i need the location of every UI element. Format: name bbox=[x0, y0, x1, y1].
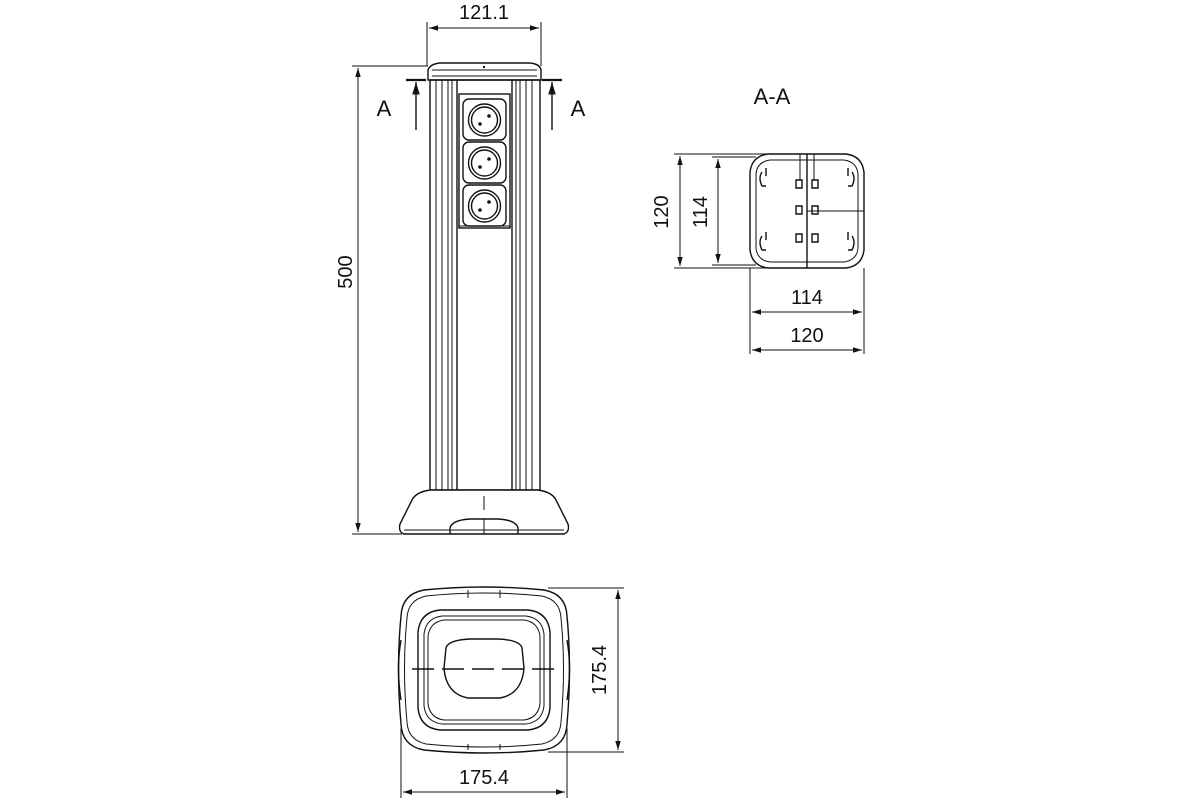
socket-1 bbox=[462, 98, 507, 141]
front-view: 121.1 500 A A bbox=[335, 2, 586, 535]
section-view: A-A 120 bbox=[651, 84, 865, 354]
section-cut-right: A bbox=[542, 78, 586, 130]
section-letter-left: A bbox=[377, 96, 392, 121]
section-cut-left: A bbox=[377, 78, 426, 130]
outer-width-label: 120 bbox=[790, 325, 823, 347]
depth-dimension: 175.4 bbox=[548, 587, 624, 753]
inner-width-label: 114 bbox=[791, 287, 823, 309]
outer-width-dimension: 120 bbox=[752, 325, 862, 353]
height-label: 500 bbox=[335, 255, 357, 288]
socket-panel bbox=[458, 93, 511, 229]
outer-height-dimension: 120 bbox=[651, 153, 768, 269]
column-cap bbox=[427, 62, 542, 81]
inner-width-dimension: 114 bbox=[749, 268, 865, 354]
outer-height-label: 120 bbox=[651, 195, 673, 228]
depth-label: 175.4 bbox=[589, 645, 611, 695]
top-width-dimension: 121.1 bbox=[426, 2, 542, 66]
width-dimension: 175.4 bbox=[400, 728, 568, 798]
socket-2 bbox=[462, 141, 507, 184]
top-width-label: 121.1 bbox=[459, 2, 509, 24]
inner-height-dimension: 114 bbox=[690, 156, 756, 266]
inner-height-label: 114 bbox=[690, 196, 712, 228]
base-view: 175.4 175.4 bbox=[397, 586, 624, 798]
socket-3 bbox=[462, 184, 507, 227]
width-label: 175.4 bbox=[459, 767, 509, 789]
column-base bbox=[398, 489, 570, 535]
section-title: A-A bbox=[754, 84, 791, 109]
profile-outline bbox=[749, 153, 865, 269]
column-body bbox=[429, 79, 541, 491]
height-dimension: 500 bbox=[335, 65, 428, 535]
section-letter-right: A bbox=[571, 96, 586, 121]
